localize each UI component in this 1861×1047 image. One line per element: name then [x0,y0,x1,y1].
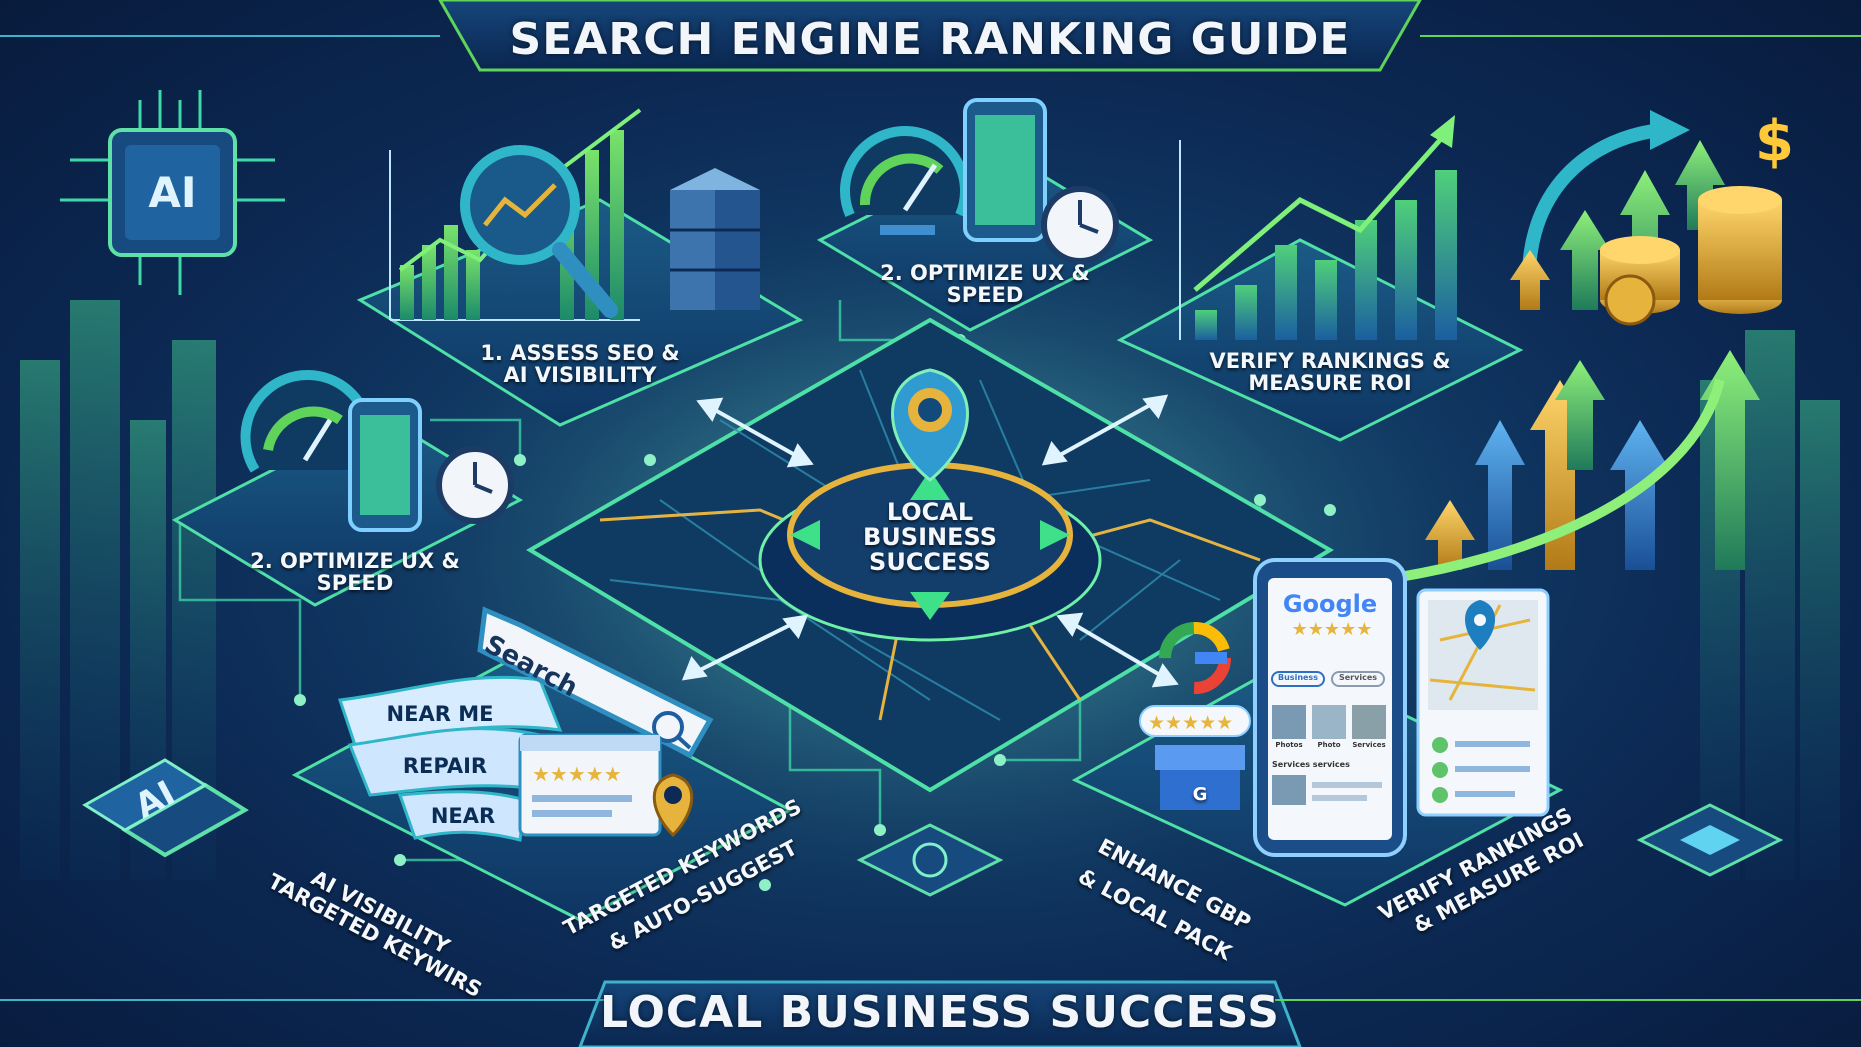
svg-text:★★★★★: ★★★★★ [1148,712,1233,734]
map-card [1416,588,1550,817]
rating-pill: ★★★★★ [1139,705,1251,737]
phone-icon-top [963,98,1047,242]
clock-icon-top [1041,186,1119,264]
thumb-label-1: Photos [1275,741,1303,749]
chip-bottom-center [856,823,1004,897]
phone-google [1253,558,1407,857]
server-icon [670,168,760,310]
magnifier-icon [460,145,618,318]
clock-icon-left [436,446,514,524]
thumb-label-3: Services [1352,741,1386,749]
ai-chip-top [60,90,285,295]
svg-text:★★★★★: ★★★★★ [532,762,622,786]
google-icon [1159,622,1231,694]
svg-text:$: $ [1755,109,1794,174]
keyword-repair: REPAIR [402,754,488,778]
panel-assess-label: 1. ASSESS SEO & AI VISIBILITY [480,341,680,388]
services-section-label: Services services [1272,760,1350,769]
google-brand: Google [1282,590,1378,618]
keyword-near-me: NEAR ME [386,702,494,726]
page-title: SEARCH ENGINE RANKING GUIDE [509,13,1351,65]
footer-title: LOCAL BUSINESS SUCCESS [600,987,1280,1038]
store-icon [1155,745,1245,810]
chip-bottom-right [1636,803,1784,877]
connector-arrows [681,394,1179,688]
panel-optimize-top-label: 2. OPTIMIZE UX & SPEED [880,261,1090,308]
bar-chart-icon [1193,115,1457,340]
dollar-icon: $ [1755,109,1794,174]
google-stars: ★★★★★ [1291,619,1373,640]
ai-chip-top-label: AI [148,168,197,217]
panel-optimize-left-label: 2. OPTIMIZE UX & SPEED [250,549,460,596]
center-badge [758,462,1102,642]
growth-arrows-right [1379,350,1760,585]
panel-verify-top-label: VERIFY RANKINGS & MEASURE ROI [1209,349,1451,396]
search-bar [477,606,714,759]
keyword-near: NEAR [430,804,496,828]
store-g-letter: G [1192,784,1208,805]
search-icon [652,711,692,750]
center-badge-label: LOCAL BUSINESS SUCCESS [863,498,997,577]
google-tab-services: Services [1338,673,1378,682]
footer-banner [0,980,1861,1047]
review-card: ★★★★★ [518,733,662,837]
title-banner [0,0,1861,72]
thumb-label-2: Photo [1317,741,1341,749]
ai-chip-bottom [82,758,249,858]
map-pin-icon [891,368,969,482]
map-pin-icon-small [652,773,694,838]
coins-icon [1600,186,1782,326]
google-tab-business: Business [1278,673,1318,682]
phone-icon-left [348,398,422,532]
